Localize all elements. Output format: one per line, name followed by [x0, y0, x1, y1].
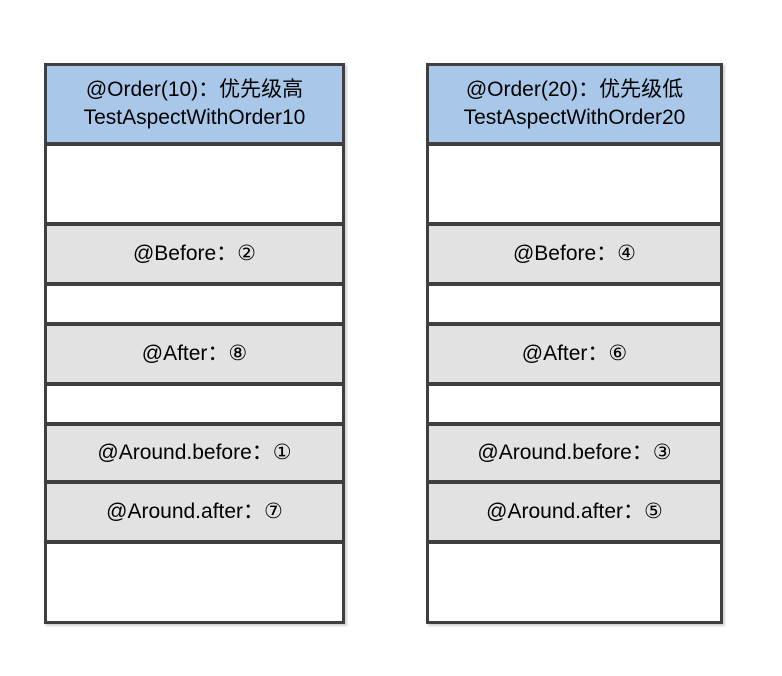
after-advice-row-order10: @After：⑧	[47, 322, 342, 382]
spacer-row	[47, 540, 342, 621]
aspect-header-order10: @Order(10)：优先级高 TestAspectWithOrder10	[47, 66, 342, 142]
spacer-row	[429, 382, 720, 422]
around-before-advice-row-order20: @Around.before：③	[429, 422, 720, 480]
header-aspect-class-name: TestAspectWithOrder10	[83, 106, 306, 129]
after-advice-row-order20: @After：⑥	[429, 322, 720, 382]
spacer-row	[429, 282, 720, 322]
spacer-row	[429, 540, 720, 621]
aspect-header-order20: @Order(20)：优先级低 TestAspectWithOrder20	[429, 66, 720, 142]
aspect-box-order20: @Order(20)：优先级低 TestAspectWithOrder20 @B…	[426, 63, 723, 624]
spacer-row	[47, 142, 342, 222]
around-before-advice-row-order10: @Around.before：①	[47, 422, 342, 480]
before-advice-row-order20: @Before：④	[429, 222, 720, 282]
header-order-annotation: @Order(10)：优先级高	[85, 78, 304, 101]
header-aspect-class-name: TestAspectWithOrder20	[463, 106, 686, 129]
before-advice-row-order10: @Before：②	[47, 222, 342, 282]
around-after-advice-row-order10: @Around.after：⑦	[47, 480, 342, 540]
spacer-row	[429, 142, 720, 222]
aspect-box-order10: @Order(10)：优先级高 TestAspectWithOrder10 @B…	[44, 63, 345, 624]
around-after-advice-row-order20: @Around.after：⑤	[429, 480, 720, 540]
spacer-row	[47, 282, 342, 322]
header-order-annotation: @Order(20)：优先级低	[465, 78, 684, 101]
spacer-row	[47, 382, 342, 422]
